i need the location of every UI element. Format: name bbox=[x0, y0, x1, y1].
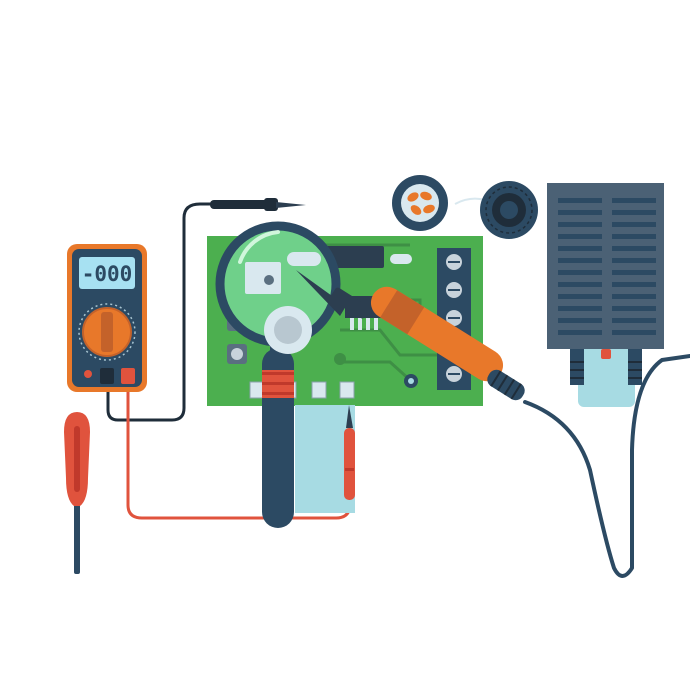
multimeter-screen bbox=[79, 257, 135, 289]
black-probe bbox=[210, 198, 306, 211]
solder-spool-icon bbox=[480, 181, 538, 239]
soldering-iron-icon bbox=[296, 270, 525, 401]
multimeter-display-readout: -000 bbox=[82, 262, 133, 286]
magnified-components bbox=[245, 252, 321, 354]
power-supply-vents bbox=[558, 198, 656, 335]
multimeter-icon bbox=[67, 244, 147, 392]
power-supply-base bbox=[578, 349, 635, 407]
screwdriver-icon bbox=[64, 412, 90, 574]
power-indicator-light bbox=[601, 349, 611, 359]
ic-chip bbox=[322, 246, 384, 268]
solder-wire bbox=[454, 197, 486, 205]
black-probe-wire bbox=[106, 202, 214, 422]
flux-tin-icon bbox=[392, 175, 448, 231]
soldering-iron-cable bbox=[523, 354, 690, 578]
magnifying-glass-icon bbox=[215, 221, 341, 528]
red-probe bbox=[344, 405, 355, 500]
resistor bbox=[390, 254, 412, 264]
power-supply-icon bbox=[547, 183, 664, 407]
